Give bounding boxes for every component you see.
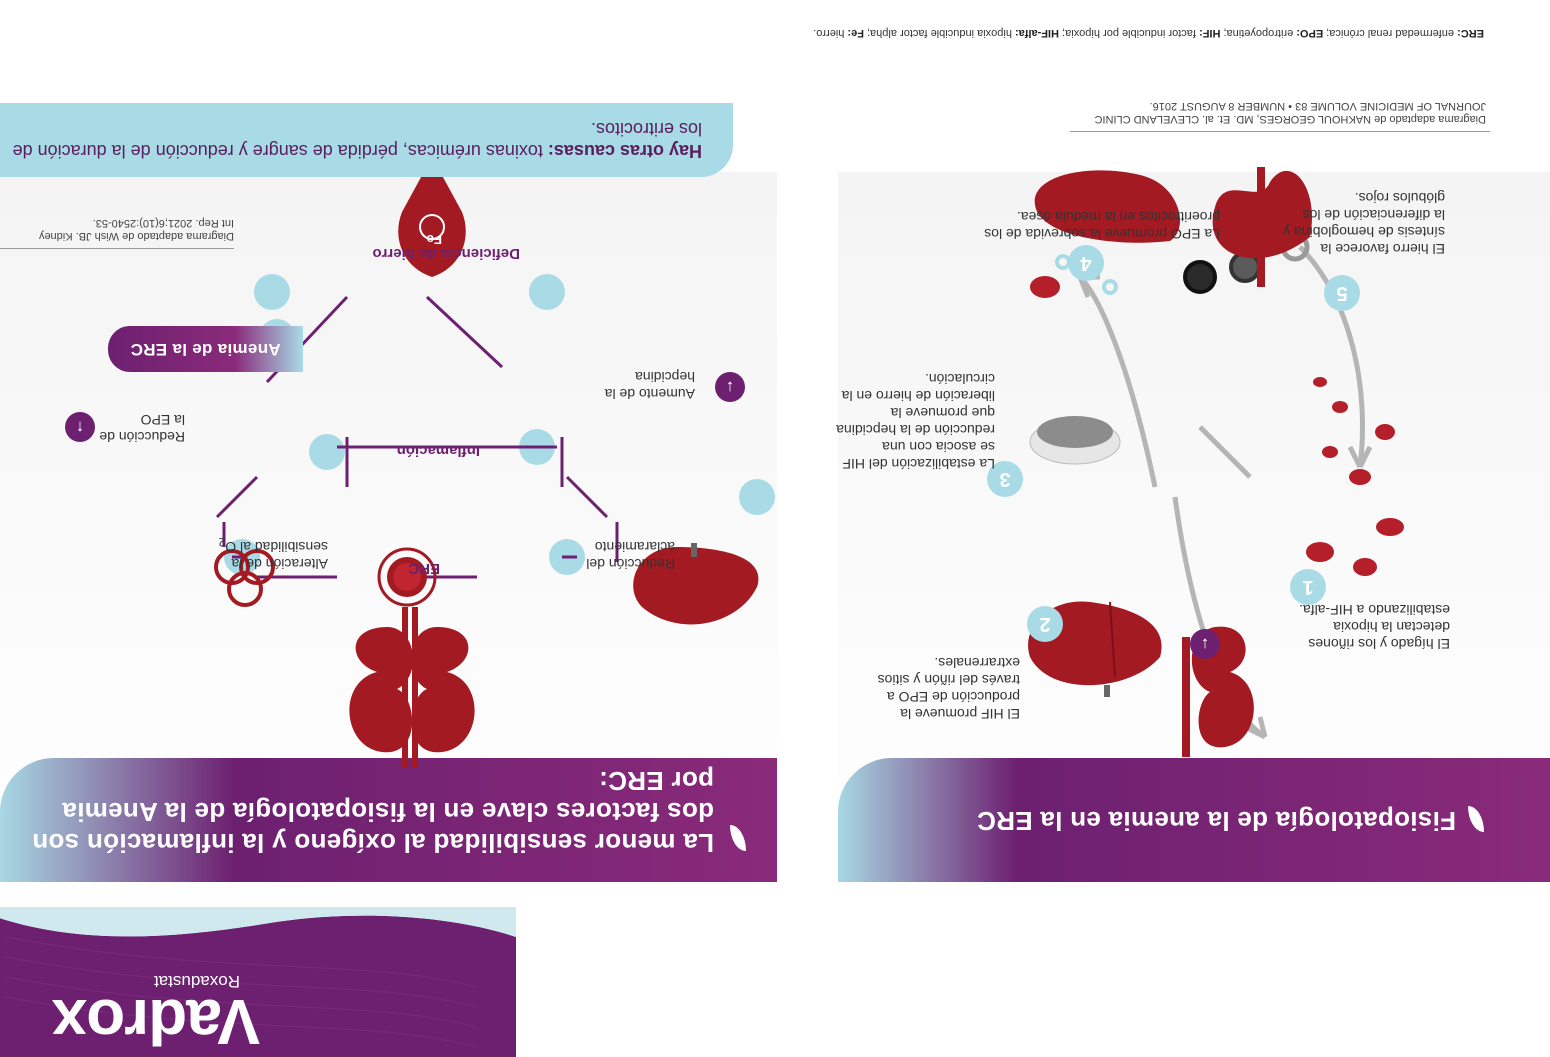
step-text-3: La estabilización del HIF se asocia con … <box>836 371 995 472</box>
brand-logo: Vadrox <box>52 986 260 1057</box>
aumento-hepcidina-label: Aumento de la hepcidina <box>604 369 695 402</box>
footnote: ERC: enfermedad renal crónica; EPO: erit… <box>813 27 1484 39</box>
kidney-illustration <box>1182 626 1254 757</box>
step-text-1: El hígado y los riñones detectan la hipo… <box>1299 602 1450 652</box>
erc-mechanisms-diagram <box>214 167 775 767</box>
left-citation: Diagrama adaptado de NAKHOUL GEORGES, MD… <box>1094 100 1486 125</box>
step-text-2: El HIF promueve la producción de EPO a t… <box>877 655 1020 722</box>
step-text-5: El hierro favorece la síntesis de hemogl… <box>1283 190 1445 257</box>
deficiencia-hierro-label: Deficiencia de hierro <box>372 245 520 262</box>
right-citation: Diagrama adaptado de Wish JB. Kidney Int… <box>38 217 234 242</box>
brand-wave-background <box>0 907 516 1057</box>
right-panel-title: La menor sensibilidad al oxígeno y la in… <box>32 766 714 858</box>
step-number-4: 4 <box>1068 245 1104 281</box>
reduccion-epo-label: Reducción de la EPO <box>99 412 185 445</box>
step-text-4: La EPO promueve la sobrevida de los proe… <box>984 209 1220 242</box>
arrow-down-icon: ↓ <box>1190 629 1220 659</box>
step-number-1: 1 <box>1290 569 1326 605</box>
anemia-erc-box: Anemia de la ERC <box>108 326 303 372</box>
step-number-5: 5 <box>1324 275 1360 311</box>
left-panel-title: Fisiopatología de la anemia en la ERC <box>976 806 1456 836</box>
iron-fe-label: Fe <box>426 232 442 247</box>
reduccion-aclaramiento-label: Reducción del aclaramiento <box>586 539 675 572</box>
step-number-2: 2 <box>1027 606 1063 642</box>
brand-subtitle: Roxadustat <box>154 972 240 991</box>
citation-divider <box>1070 131 1490 132</box>
other-causes-text: Hay otras causas: toxinas urémicas, pérd… <box>12 119 702 161</box>
arrow-down-icon: ↓ <box>715 372 745 402</box>
liver-illustration <box>1028 601 1162 697</box>
arrow-up-icon: ↑ <box>65 412 95 442</box>
erc-label: ERC <box>408 560 440 577</box>
alteracion-label: Alteración de la sensibilidad al O2 <box>218 535 328 572</box>
inflamacion-label: Inflamación <box>396 442 480 459</box>
citation-divider <box>0 248 234 249</box>
